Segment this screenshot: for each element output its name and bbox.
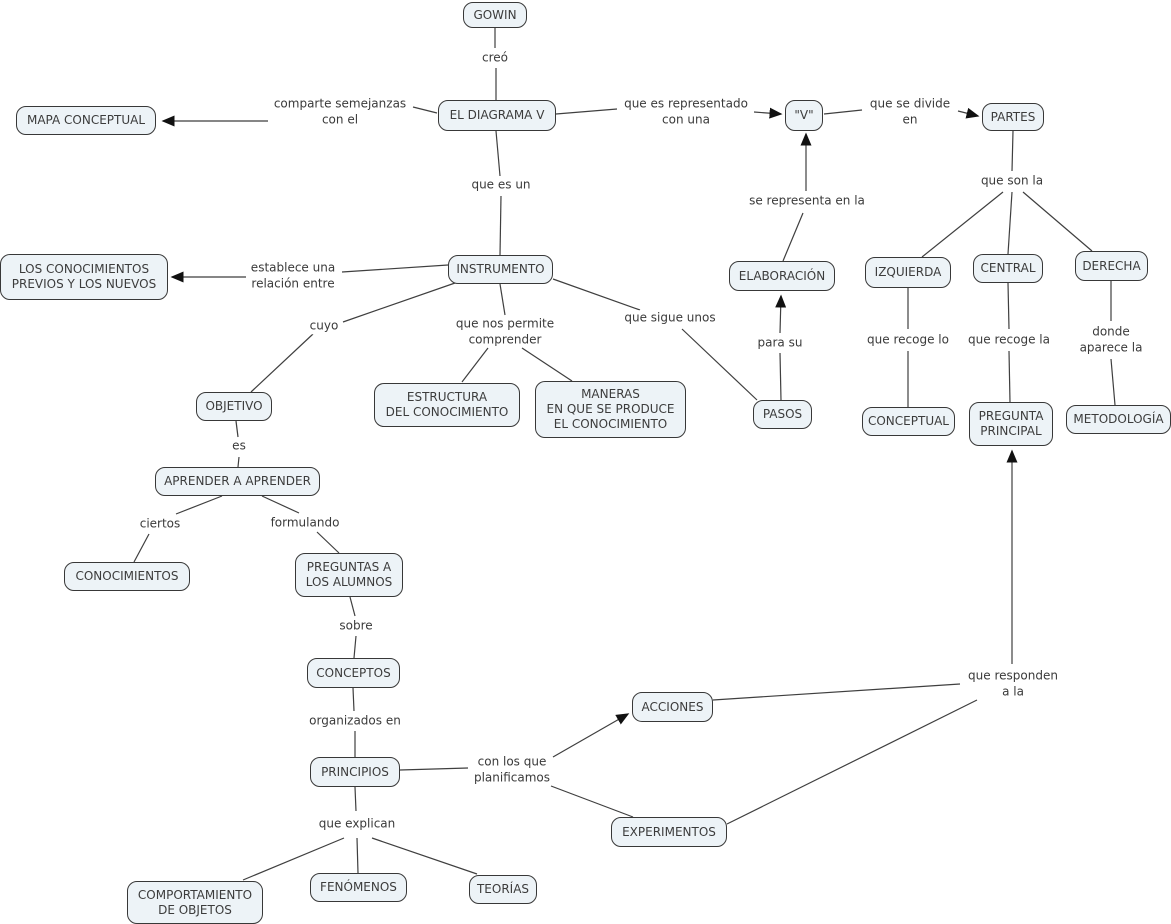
connector-line — [552, 278, 641, 311]
connector-line — [1022, 191, 1093, 252]
connector-line — [235, 420, 239, 438]
connector-arrow-line — [775, 294, 787, 334]
concept-node-el-diagrama-v[interactable]: EL DIAGRAMA V — [438, 100, 556, 131]
concept-node-izquierda[interactable]: IZQUIERDA — [865, 257, 951, 288]
concept-node-conocimientos[interactable]: CONOCIMIENTOS — [64, 562, 190, 591]
linking-phrase-sobre[interactable]: sobre — [337, 618, 375, 634]
concept-node-metodologia[interactable]: METODOLOGÍA — [1066, 405, 1171, 434]
linking-phrase-permite[interactable]: que nos permite comprender — [453, 316, 557, 348]
linking-phrase-cuyo[interactable]: cuyo — [307, 318, 341, 334]
connector-line — [499, 283, 506, 316]
connector-line — [261, 495, 300, 514]
connector-arrow-line — [552, 713, 630, 758]
connector-line — [461, 347, 489, 383]
connector-line — [349, 596, 356, 617]
connector-line — [341, 264, 449, 273]
concept-node-experimentos[interactable]: EXPERIMENTOS — [611, 817, 727, 847]
connector-line — [250, 333, 314, 393]
linking-phrase-creo[interactable]: creó — [480, 50, 510, 66]
concept-node-maneras[interactable]: MANERAS EN QUE SE PRODUCE EL CONOCIMIENT… — [535, 381, 686, 438]
linking-phrase-se-representa[interactable]: se representa en la — [747, 193, 867, 209]
connector-line — [352, 687, 355, 712]
concept-node-conocimientos-previos[interactable]: LOS CONOCIMIENTOS PREVIOS Y LOS NUEVOS — [0, 254, 168, 300]
concept-node-partes[interactable]: PARTES — [982, 103, 1044, 131]
linking-phrase-representado[interactable]: que es representado con una — [622, 96, 750, 128]
concept-node-pasos[interactable]: PASOS — [753, 400, 812, 429]
connector-line — [823, 109, 863, 115]
connector-line — [353, 635, 357, 659]
linking-phrase-recoge-la[interactable]: que recoge la — [966, 332, 1052, 348]
connector-line — [681, 328, 758, 401]
connector-line — [316, 531, 340, 554]
connector-line — [499, 195, 502, 256]
connector-line — [495, 130, 501, 177]
linking-phrase-formulando[interactable]: formulando — [268, 515, 342, 531]
connector-line — [521, 347, 573, 382]
linking-phrase-que-son-la[interactable]: que son la — [978, 173, 1046, 189]
connector-line — [354, 786, 357, 812]
linking-phrase-recoge-lo[interactable]: que recoge lo — [865, 332, 951, 348]
linking-phrase-sigue[interactable]: que sigue unos — [622, 310, 718, 326]
concept-node-comportamiento[interactable]: COMPORTAMIENTO DE OBJETOS — [127, 881, 263, 924]
linking-phrase-comparte[interactable]: comparte semejanzas con el — [271, 96, 409, 128]
concept-node-instrumento[interactable]: INSTRUMENTO — [448, 255, 553, 284]
connector-line — [399, 767, 469, 771]
linking-phrase-con-los-que[interactable]: con los que planificamos — [471, 754, 553, 786]
linking-phrase-responden[interactable]: que responden a la — [966, 668, 1060, 700]
concept-node-elaboracion[interactable]: ELABORACIÓN — [729, 261, 835, 291]
linking-phrase-divide[interactable]: que se divide en — [867, 96, 953, 128]
linking-phrase-explican[interactable]: que explican — [316, 816, 398, 832]
concept-node-preguntas-alumnos[interactable]: PREGUNTAS A LOS ALUMNOS — [295, 553, 403, 597]
linking-phrase-es[interactable]: es — [230, 438, 248, 454]
connector-line — [1008, 350, 1011, 403]
linking-phrase-para-su[interactable]: para su — [755, 335, 805, 351]
connector-line — [712, 683, 961, 701]
connector-arrow-line — [957, 107, 980, 119]
connector-line — [550, 785, 634, 818]
concept-node-estructura[interactable]: ESTRUCTURA DEL CONOCIMIENTO — [374, 383, 520, 427]
concept-node-conceptual[interactable]: CONCEPTUAL — [862, 407, 955, 436]
connector-line — [342, 282, 456, 323]
concept-node-fenomenos[interactable]: FENÓMENOS — [310, 873, 407, 902]
linking-phrase-donde[interactable]: donde aparece la — [1077, 324, 1145, 356]
connector-line — [175, 495, 223, 515]
concept-node-aprender-a-aprender[interactable]: APRENDER A APRENDER — [155, 467, 320, 496]
concept-node-central[interactable]: CENTRAL — [973, 254, 1043, 283]
connector-line — [555, 108, 618, 115]
linking-phrase-ciertos[interactable]: ciertos — [137, 516, 183, 532]
connector-line — [782, 212, 804, 262]
connector-line — [1007, 191, 1013, 255]
connector-line — [237, 456, 240, 468]
connector-line — [371, 837, 478, 875]
linking-phrase-organizados[interactable]: organizados en — [307, 713, 403, 729]
concept-node-mapa-conceptual[interactable]: MAPA CONCEPTUAL — [16, 106, 156, 135]
connector-arrow-line — [753, 107, 783, 119]
concept-node-gowin[interactable]: GOWIN — [463, 2, 527, 28]
connector-line — [356, 837, 359, 874]
concept-node-pregunta-principal[interactable]: PREGUNTA PRINCIPAL — [969, 402, 1053, 446]
concept-node-derecha[interactable]: DERECHA — [1075, 251, 1148, 281]
connector-line — [242, 837, 345, 881]
linking-phrase-establece[interactable]: establece una relación entre — [248, 260, 338, 292]
connector-line — [1011, 130, 1014, 172]
concept-node-teorias[interactable]: TEORÍAS — [469, 875, 537, 904]
connector-line — [1110, 358, 1116, 406]
connector-line — [133, 533, 150, 563]
concept-node-principios[interactable]: PRINCIPIOS — [310, 757, 400, 787]
connector-line — [1007, 282, 1010, 330]
concept-node-conceptos[interactable]: CONCEPTOS — [307, 658, 400, 688]
connector-line — [726, 699, 978, 825]
connector-line — [412, 106, 438, 114]
linking-phrase-que-es-un[interactable]: que es un — [469, 177, 533, 193]
connector-line — [921, 191, 1004, 258]
concept-node-objetivo[interactable]: OBJETIVO — [196, 392, 272, 421]
concept-node-v[interactable]: "V" — [785, 100, 823, 131]
connector-line — [779, 352, 782, 401]
concept-node-acciones[interactable]: ACCIONES — [632, 692, 713, 722]
